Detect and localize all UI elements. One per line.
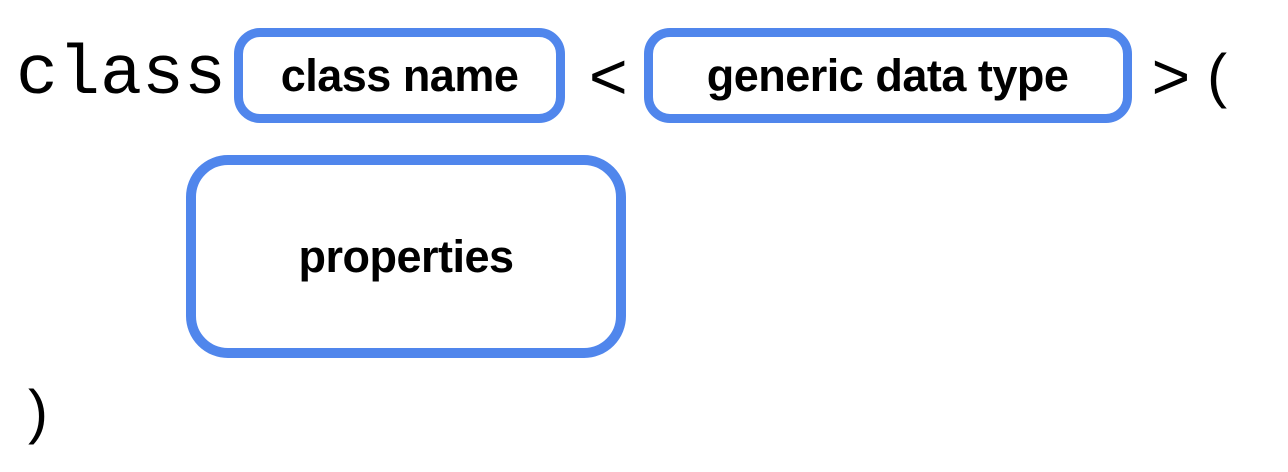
class-header-line: class class name < generic data type > ( (16, 28, 1227, 123)
properties-placeholder-label: properties (298, 231, 514, 282)
generic-data-type-placeholder-box: generic data type (643, 28, 1132, 123)
generic-data-type-placeholder-label: generic data type (706, 50, 1069, 101)
properties-placeholder-box: properties (186, 155, 626, 358)
close-paren: ) (28, 378, 48, 445)
class-name-placeholder-label: class name (280, 50, 519, 101)
close-angle-bracket: > (1151, 38, 1191, 113)
open-paren: ( (1207, 41, 1228, 109)
class-name-placeholder-box: class name (234, 28, 566, 123)
class-keyword: class (16, 35, 227, 115)
open-angle-bracket: < (589, 38, 628, 113)
